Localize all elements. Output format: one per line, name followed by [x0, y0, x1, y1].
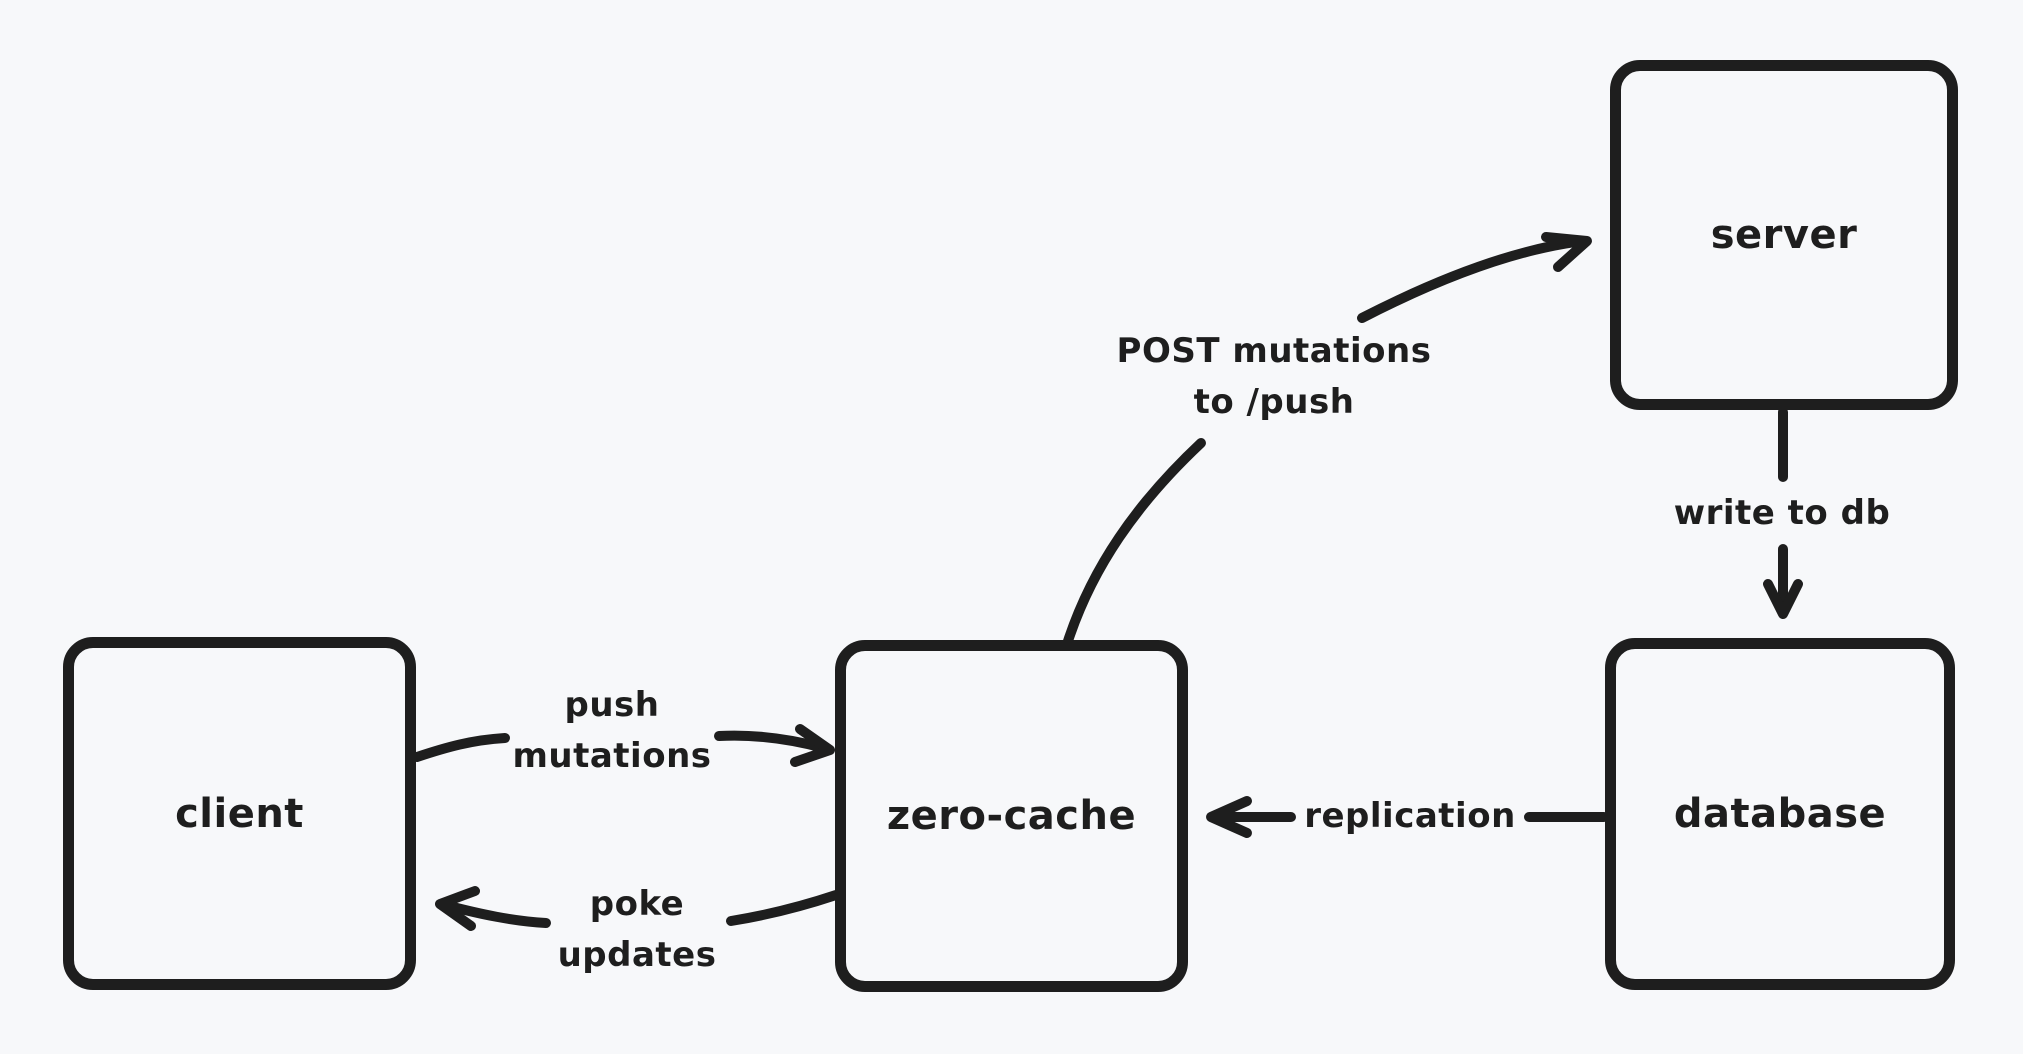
- edge-replication: [1206, 796, 1609, 838]
- edge-poke-updates: [435, 886, 841, 931]
- arrowhead-push-mutations: [790, 724, 835, 767]
- edge-push-mutations-shaft: [714, 730, 829, 753]
- node-client-label: client: [175, 790, 304, 837]
- node-zero-cache: zero-cache: [835, 640, 1188, 992]
- arrowhead-post-mutations: [1541, 232, 1592, 272]
- arrowhead-replication: [1206, 796, 1252, 838]
- edge-label-post-mutations-line2: to /push: [1193, 382, 1355, 422]
- edge-label-replication: replication: [1304, 791, 1516, 842]
- edge-push-mutations: [412, 724, 835, 767]
- edge-label-post-mutations: POST mutations to /push: [1117, 326, 1432, 428]
- node-client: client: [63, 637, 416, 990]
- edge-write-to-db: [1763, 407, 1803, 619]
- arrowhead-poke-updates: [435, 886, 480, 931]
- edge-post-mutations-shaft: [1357, 237, 1580, 323]
- arrowhead-write-to-db: [1763, 579, 1803, 619]
- node-database: database: [1605, 638, 1955, 990]
- edge-label-write-to-db-line1: write to db: [1673, 493, 1891, 533]
- edge-label-push-mutations-line2: mutations: [512, 736, 712, 776]
- edge-label-push-mutations-line1: push: [564, 685, 660, 725]
- node-server: server: [1610, 60, 1958, 410]
- node-zero-cache-label: zero-cache: [886, 793, 1137, 839]
- node-database-label: database: [1673, 791, 1887, 837]
- edge-label-write-to-db: write to db: [1674, 488, 1891, 539]
- edge-push-mutations-tail: [412, 733, 510, 762]
- edge-post-mutations: [1063, 232, 1592, 646]
- edge-label-push-mutations: push mutations: [512, 680, 711, 782]
- edge-label-replication-line1: replication: [1304, 796, 1516, 836]
- edge-label-poke-updates-line1: poke: [589, 884, 685, 924]
- edge-post-mutations-tail: [1063, 438, 1206, 646]
- edge-poke-updates-shaft: [444, 901, 551, 928]
- edge-label-post-mutations-line1: POST mutations: [1116, 331, 1432, 371]
- edge-label-poke-updates-line2: updates: [557, 935, 717, 975]
- node-server-label: server: [1710, 212, 1858, 258]
- edge-poke-updates-tail: [726, 890, 841, 926]
- edge-label-poke-updates: poke updates: [558, 879, 717, 981]
